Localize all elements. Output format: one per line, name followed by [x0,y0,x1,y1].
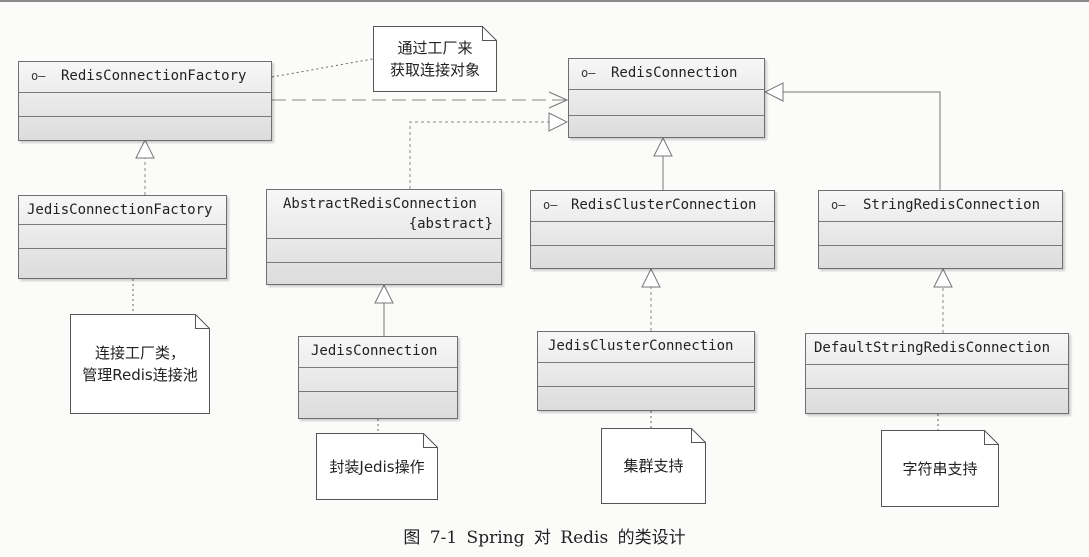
note-factory: 通过工厂来 获取连接对象 [373,26,497,92]
note-line: 获取连接对象 [389,61,480,79]
note-line: 通过工厂来 [397,39,473,57]
interface-icon: o– [543,198,558,212]
class-name: RedisClusterConnection [571,197,757,213]
class-name: JedisConnectionFactory [27,202,213,218]
class-name: JedisClusterConnection [548,338,734,354]
class-redis-connection: o– RedisConnection [568,58,765,138]
figure-caption: 图 7-1 Spring 对 Redis 的类设计 [403,528,686,548]
class-default-string-redis-connection: DefaultStringRedisConnection [805,333,1069,414]
class-jedis-connection: JedisConnection [298,336,458,419]
interface-icon: o– [831,198,846,212]
interface-icon: o– [31,69,46,83]
note-anchor-factory [271,57,379,78]
class-name: JedisConnection [311,343,438,359]
class-abstract-redis-connection: AbstractRedisConnection {abstract} [266,189,502,285]
note-jedis: 封装Jedis操作 [316,433,438,500]
generalization-string-connection [765,92,941,190]
class-name: AbstractRedisConnection [283,196,477,212]
class-name: DefaultStringRedisConnection [814,340,1051,356]
class-redis-connection-factory: o– RedisConnectionFactory [18,61,272,141]
note-line: 字符串支持 [902,459,978,478]
class-jedis-connection-factory: JedisConnectionFactory [18,195,227,279]
class-name: RedisConnection [611,65,738,81]
realization-abstract-connection [409,122,567,189]
note-line: 封装Jedis操作 [329,457,425,476]
class-redis-cluster-connection: o– RedisClusterConnection [530,190,775,269]
class-jedis-cluster-connection: JedisClusterConnection [537,331,755,411]
class-name: RedisConnectionFactory [61,68,247,84]
note-line: 管理Redis连接池 [82,366,198,384]
class-name: StringRedisConnection [863,197,1041,213]
top-rule [0,0,1089,2]
interface-icon: o– [581,66,596,80]
abstract-modifier: {abstract} [408,216,493,232]
note-line: 集群支持 [623,457,684,475]
note-jedis-factory: 连接工厂类， 管理Redis连接池 [70,314,210,414]
note-line: 连接工厂类， [94,344,185,362]
class-string-redis-connection: o– StringRedisConnection [818,190,1063,269]
note-cluster: 集群支持 [601,428,706,504]
note-string: 字符串支持 [881,430,999,507]
